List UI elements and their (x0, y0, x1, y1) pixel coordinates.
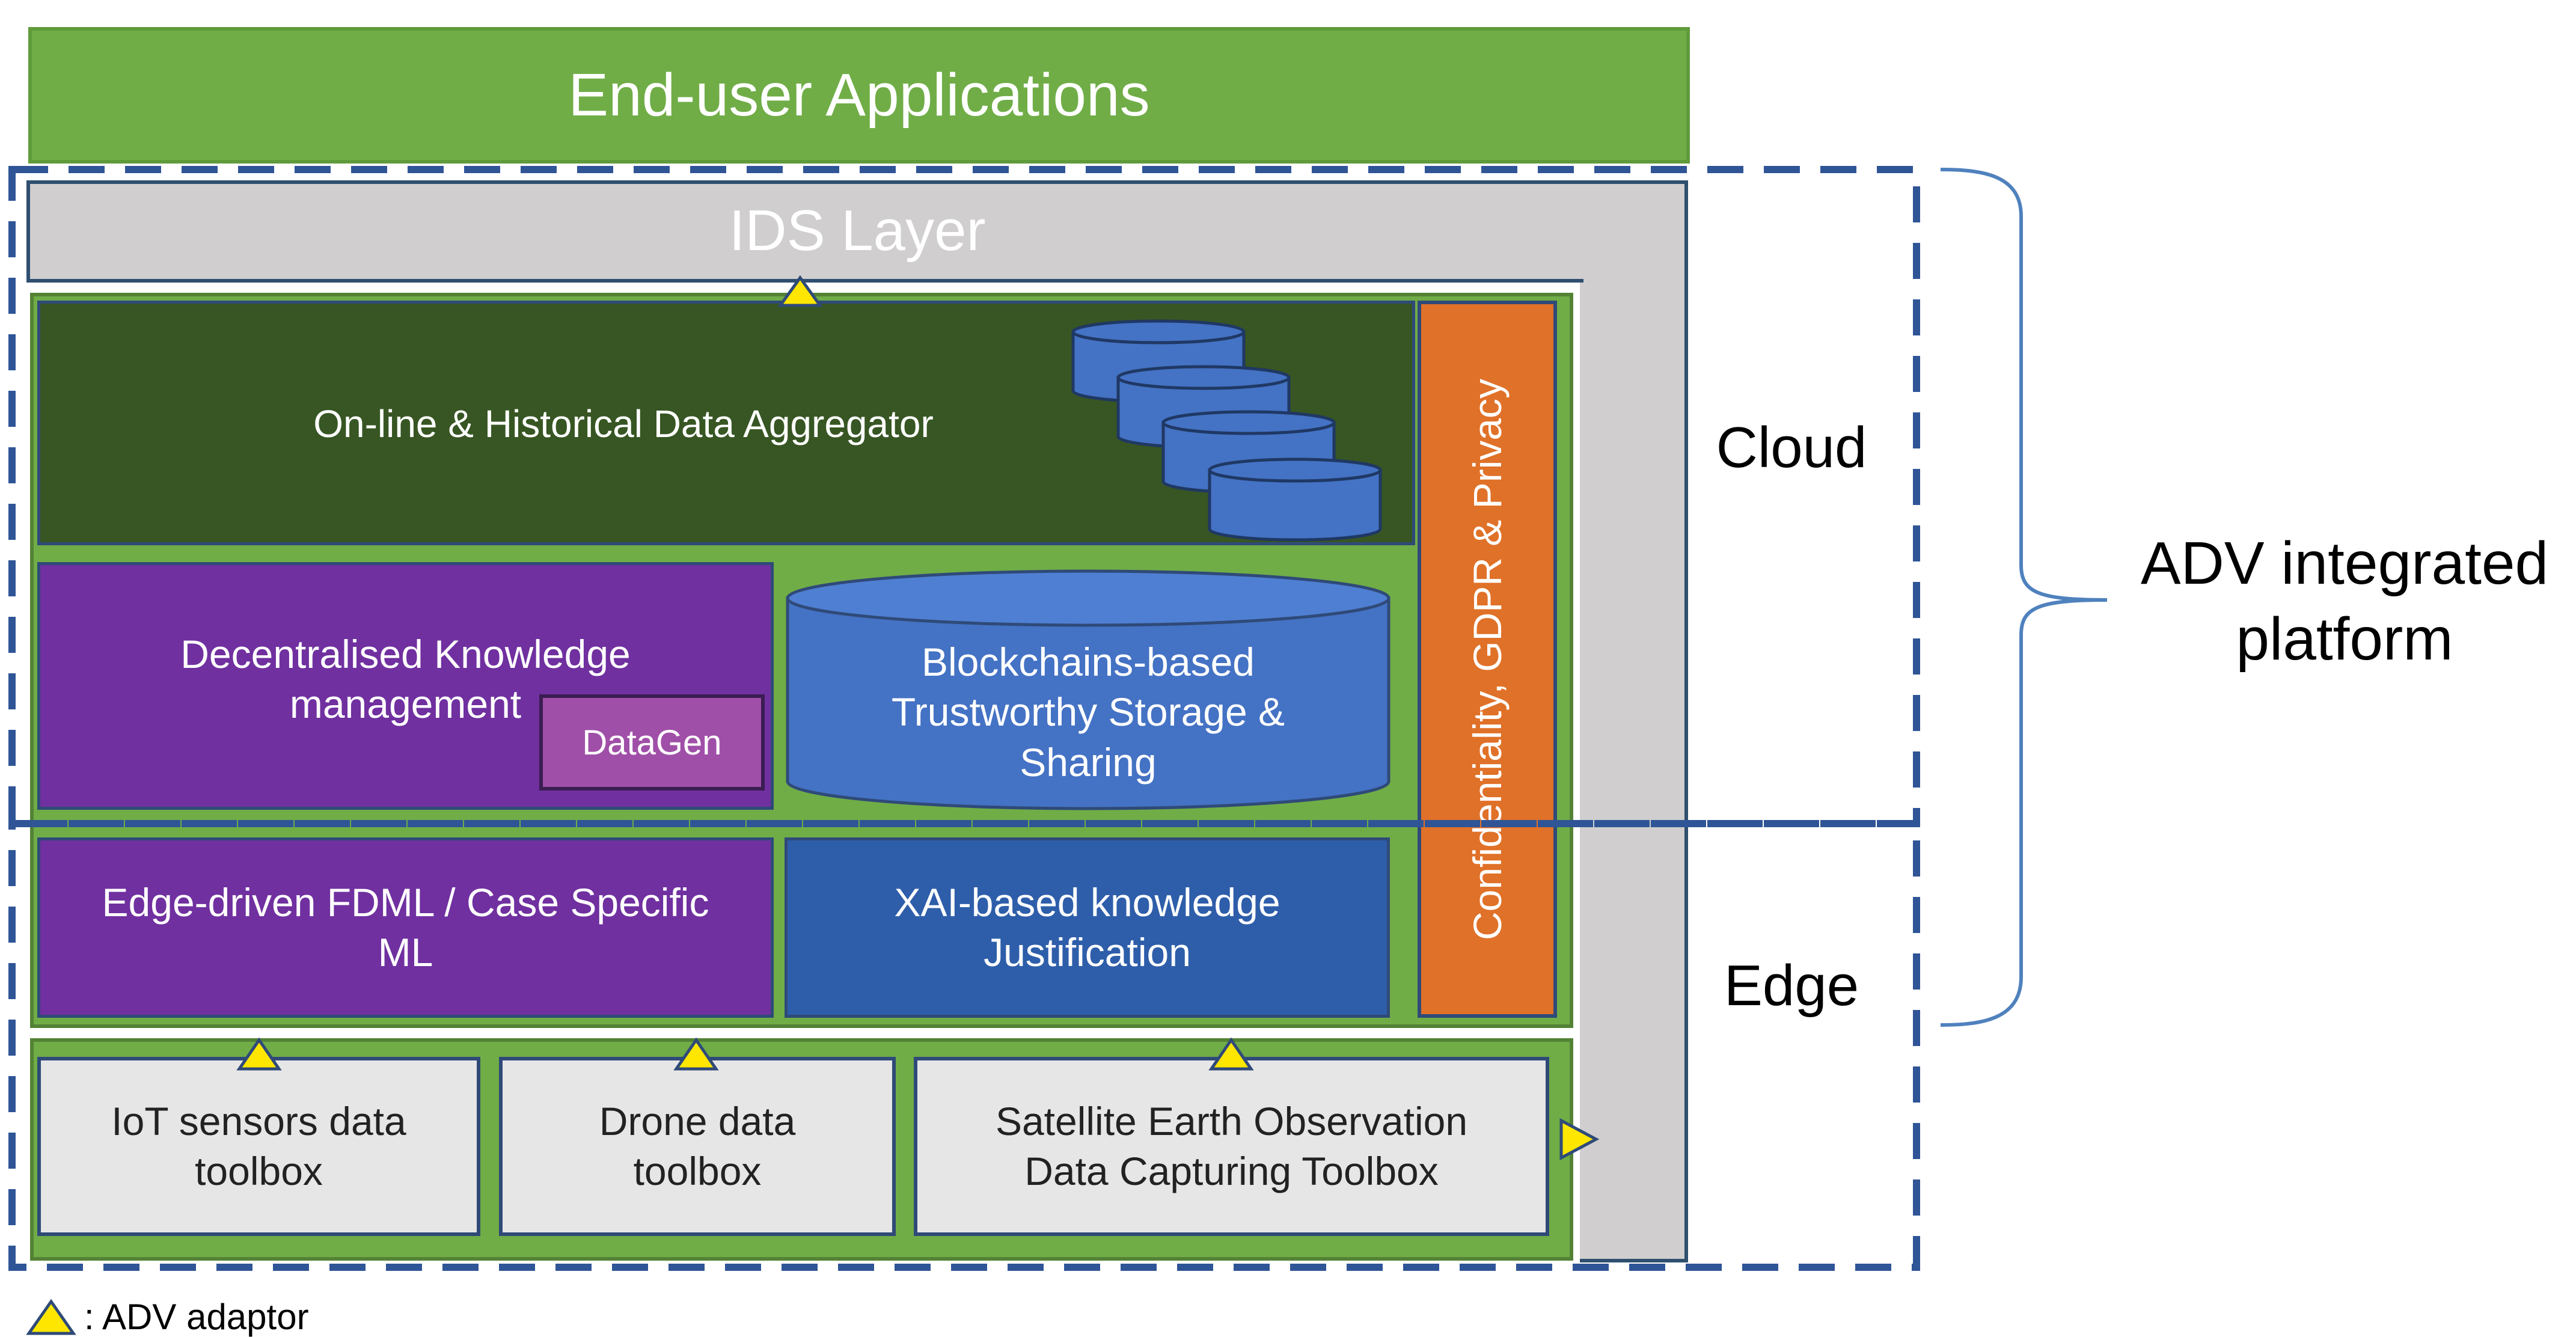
iot-toolbox-label: IoT sensors data toolbox (111, 1098, 406, 1193)
satellite-toolbox-label: Satellite Earth Observation Data Capturi… (995, 1098, 1468, 1193)
platform-brace (1940, 168, 2108, 1027)
confidentiality-label: Confidentiality, GDPR & Privacy (1465, 378, 1510, 940)
blockchain-storage-label: Blockchains-based Trustworthy Storage & … (891, 640, 1285, 785)
ids-layer-label: IDS Layer (729, 198, 986, 263)
blockchain-storage-text: Blockchains-based Trustworthy Storage & … (788, 622, 1389, 803)
end-user-applications-banner: End-user Applications (28, 27, 1690, 164)
xai-justification-box: XAI-based knowledge Justification (785, 837, 1390, 1018)
adv-platform-label-text: ADV integrated platform (2140, 530, 2549, 673)
legend-icon-slot (24, 1300, 78, 1337)
end-user-applications-label: End-user Applications (568, 61, 1150, 129)
data-aggregator-text: On-line & Historical Data Aggregator (37, 361, 1210, 487)
data-aggregator-label: On-line & Historical Data Aggregator (313, 402, 934, 445)
datagen-box: DataGen (539, 694, 765, 791)
confidentiality-text: Confidentiality, GDPR & Privacy (1418, 301, 1557, 1018)
ids-layer-side (1580, 180, 1688, 1262)
edge-fdml-box: Edge-driven FDML / Case Specific ML (37, 837, 774, 1018)
drone-toolbox: Drone data toolbox (499, 1057, 896, 1236)
adv-platform-label: ADV integrated platform (2104, 511, 2576, 691)
xai-justification-label: XAI-based knowledge Justification (894, 880, 1280, 974)
iot-toolbox: IoT sensors data toolbox (37, 1057, 480, 1236)
datagen-label: DataGen (582, 723, 722, 762)
legend-label: : ADV adaptor (84, 1297, 309, 1337)
satellite-toolbox: Satellite Earth Observation Data Capturi… (914, 1057, 1549, 1236)
edge-label: Edge (1724, 953, 1859, 1018)
ids-layer-title: IDS Layer (26, 180, 1688, 281)
cloud-label: Cloud (1716, 415, 1867, 480)
drone-toolbox-label: Drone data toolbox (599, 1098, 796, 1193)
edge-fdml-label: Edge-driven FDML / Case Specific ML (102, 880, 709, 974)
